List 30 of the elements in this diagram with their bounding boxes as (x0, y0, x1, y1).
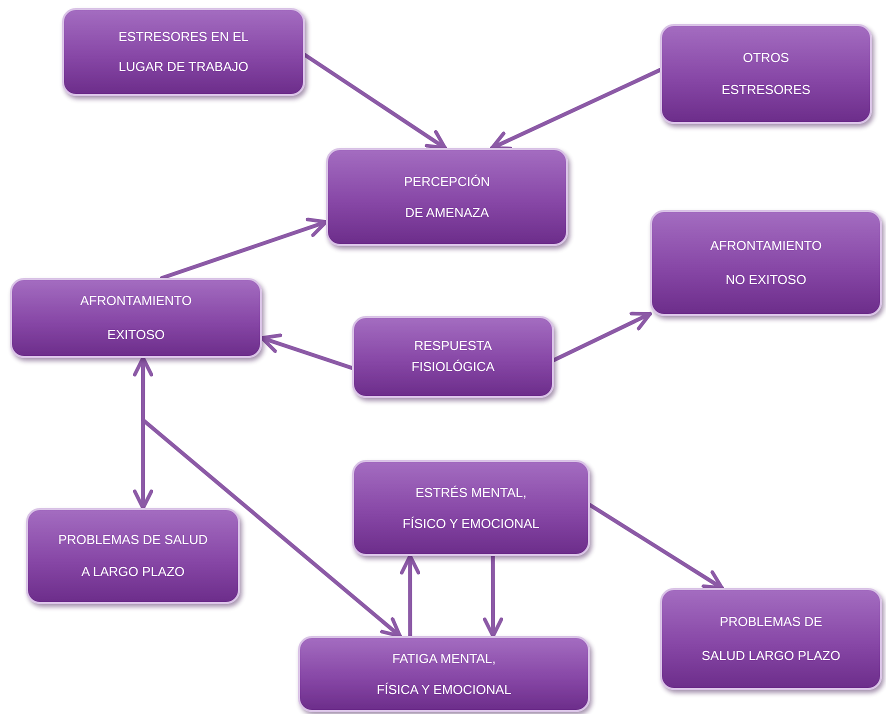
arrow (132, 356, 154, 510)
box-label: RESPUESTA FISIOLÓGICA (410, 337, 496, 376)
arrow (303, 53, 448, 150)
process-box (62, 8, 305, 96)
arrow (160, 218, 328, 280)
arrow (490, 68, 662, 150)
box-label: PROBLEMAS DE SALUD LARGO PLAZO (700, 613, 842, 665)
box-label: AFRONTAMIENTO NO EXITOSO (709, 237, 823, 289)
process-box (650, 210, 882, 316)
process-box (10, 278, 262, 358)
process-box (660, 24, 872, 124)
box-label: PROBLEMAS DE SALUD A LARGO PLAZO (57, 530, 209, 581)
arrow (588, 503, 724, 590)
process-box (26, 508, 240, 604)
process-box (352, 460, 590, 556)
arrow (482, 554, 504, 638)
process-box (326, 148, 568, 246)
box-label: ESTRÉS MENTAL, FÍSICO Y EMOCIONAL (402, 484, 540, 533)
process-box (298, 636, 590, 712)
arrow (552, 312, 652, 362)
box-label: OTROS ESTRESORES (720, 48, 812, 99)
process-box (660, 588, 882, 690)
box-label: PERCEPCIÓN DE AMENAZA (403, 172, 491, 222)
arrow (400, 554, 420, 638)
box-label: ESTRESORES EN EL LUGAR DE TRABAJO (117, 28, 250, 76)
arrow (260, 334, 354, 370)
process-box (352, 316, 554, 398)
box-label: FATIGA MENTAL, FÍSICA Y EMOCIONAL (376, 650, 512, 699)
box-label: AFRONTAMIENTO EXITOSO (79, 292, 193, 344)
arrow (141, 356, 402, 638)
